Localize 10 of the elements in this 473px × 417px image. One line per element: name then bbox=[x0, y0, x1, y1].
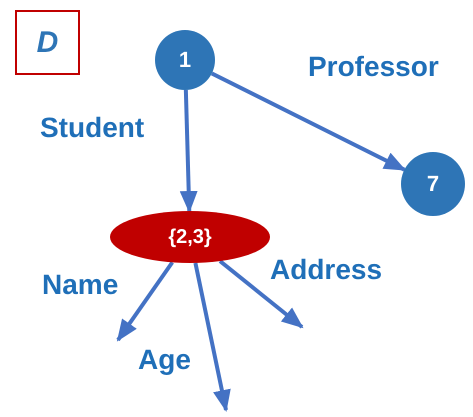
arrow bbox=[210, 72, 406, 172]
node-label: 7 bbox=[426, 171, 440, 197]
letter-frame bbox=[15, 10, 80, 75]
node-label: {2,3} bbox=[168, 226, 212, 248]
arrow bbox=[116, 261, 174, 342]
arrow bbox=[218, 260, 304, 329]
node-label: D bbox=[36, 26, 58, 60]
node-label: 1 bbox=[178, 47, 192, 73]
arrow bbox=[193, 262, 231, 412]
arrow bbox=[180, 90, 198, 213]
